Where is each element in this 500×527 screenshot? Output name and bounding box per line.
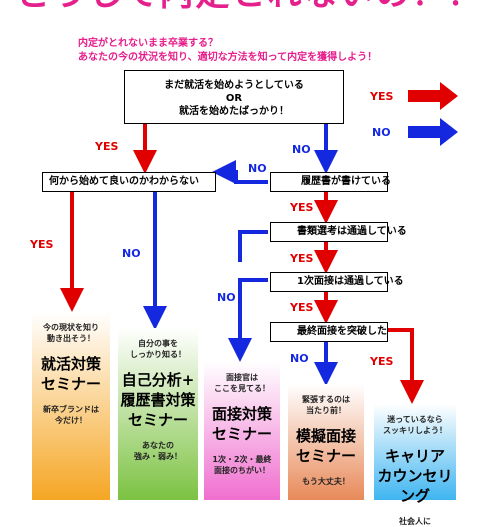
page-title: どうして内定とれないの！？: [0, 0, 500, 14]
start-line-3: 就活を始めたばっかり！: [179, 106, 289, 117]
card-title-line: 模擬面接: [295, 427, 356, 445]
start-box: まだ就活を始めようとしている OR 就活を始めたばっかり！: [124, 70, 344, 124]
card-title-line: 履歴書対策: [120, 391, 196, 409]
legend-no-label: NO: [372, 126, 391, 139]
card-bottom-line: 1次・2次・最終: [212, 455, 272, 464]
legend-yes-arrow: [408, 82, 458, 110]
legend-yes-label: YES: [370, 90, 394, 103]
question-q5: 最終面接を突破した: [270, 322, 388, 342]
card-top-line: 面接官は: [226, 373, 258, 382]
card-top-line: 緊張するのは: [302, 395, 350, 404]
label-no-q2: NO: [248, 162, 267, 175]
result-card-2: 自分の事をしっかり知る！ 自己分析+ 履歴書対策セミナーあなたの強み・弱み！: [118, 328, 198, 500]
card-top-line: 迷っているなら: [387, 415, 443, 424]
legend-no-arrow: [408, 118, 458, 146]
card-title-line: 就活対策: [40, 355, 101, 373]
card-bottom-line: 新卒ブランドは: [43, 405, 99, 414]
label-yes-q5: YES: [370, 355, 394, 368]
card-title-line: セミナー: [295, 447, 356, 465]
card-title-line: セミナー: [40, 375, 101, 393]
label-yes-q3: YES: [290, 252, 314, 265]
card-top-line: ここを見てる！: [214, 384, 270, 393]
card-title-line: 自己分析+: [121, 371, 195, 389]
card-bottom-line: あなたの: [142, 441, 174, 450]
result-card-4: 緊張するのは当たり前！ 模擬面接セミナーもう大丈夫！: [288, 384, 364, 500]
card-top-line: スッキリしよう！: [383, 426, 447, 435]
label-yes-q1: YES: [30, 238, 54, 251]
card-bottom-line: 強み・弱み！: [134, 452, 182, 461]
card-top-line: 今の現状を知り: [43, 323, 99, 332]
label-no-start: NO: [292, 143, 311, 156]
label-yes-start: YES: [95, 140, 119, 153]
card-title-line: セミナー: [211, 425, 272, 443]
label-yes-q4: YES: [290, 301, 314, 314]
card-bottom-line: 今だけ！: [55, 416, 87, 425]
subtitle-line-1: 内定がとれないまま卒業する？: [78, 38, 218, 49]
start-line-1: まだ就活を始めようとしている: [164, 80, 304, 91]
card-top-line: 動き出そう！: [47, 334, 95, 343]
question-q4: 1次面接は通過している: [270, 272, 404, 292]
question-q3: 書類選考は通過している: [270, 222, 407, 242]
card-bottom-line: 面接のちがい！: [214, 466, 270, 475]
result-card-1: 今の現状を知り動き出そう！ 就活対策セミナー新卒ブランドは今だけ！: [32, 312, 110, 500]
card-bottom-line: 社会人に: [399, 517, 431, 526]
card-top-line: しっかり知る！: [130, 350, 186, 359]
card-top-line: 当たり前！: [306, 406, 346, 415]
arrow-q2-no: [212, 160, 268, 184]
arrow-q5-yes: [388, 328, 424, 404]
card-title-line: カウンセリング: [377, 467, 453, 505]
label-no-q4: NO: [217, 291, 236, 304]
label-no-q1: NO: [122, 247, 141, 260]
flowchart-connectors: [60, 82, 458, 404]
card-top-line: 自分の事を: [138, 339, 178, 348]
arrow-q4-no: [228, 278, 268, 362]
card-title-line: セミナー: [127, 411, 188, 429]
label-no-q5: NO: [290, 352, 309, 365]
result-card-5: 迷っているならスッキリしよう！ キャリアカウンセリング社会人に: [374, 404, 456, 526]
card-title-line: キャリア: [384, 447, 445, 465]
card-title-line: 面接対策: [211, 405, 272, 423]
card-bottom-line: もう大丈夫！: [302, 477, 350, 486]
subtitle-line-2: あなたの今の状況を知り、適切な方法を知って内定を獲得しよう！: [78, 52, 378, 63]
question-q2: 履歴書が書けている: [270, 172, 391, 192]
question-q1: 何から始めて良いのかわからない: [42, 172, 216, 192]
start-line-2: OR: [225, 93, 243, 104]
label-yes-q2: YES: [290, 201, 314, 214]
arrow-q3-no: [238, 230, 268, 262]
result-card-3: 面接官はここを見てる！ 面接対策セミナー 1次・2次・最終面接のちがい！: [204, 362, 280, 500]
